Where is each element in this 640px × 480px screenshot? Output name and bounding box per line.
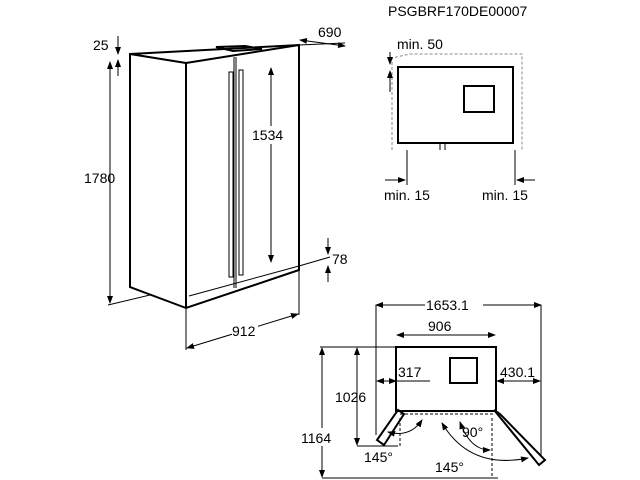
model-code: PSGBRF170DE00007 [388,3,528,19]
cabinet-width-label: 906 [428,318,452,334]
ventilation-diagram: min. 50 min. 15 min. 15 [384,36,535,203]
depth-closed-label: 1026 [335,389,366,405]
fridge-isometric [129,43,300,310]
total-width-label: 1653.1 [426,297,469,313]
top-min-label: min. 50 [397,36,443,52]
height-label: 1780 [84,170,115,186]
dimension-78: 78 [298,238,348,282]
plinth-label: 78 [332,251,348,267]
dimension-25: 25 [93,36,121,76]
angle-90-label: 90° [462,424,483,440]
left-min-label: min. 15 [384,187,430,203]
width-label: 912 [232,323,256,339]
right-min-label: min. 15 [482,187,528,203]
dimension-1534: 1534 [251,67,293,263]
door-opening-diagram: 1653.1 906 317 430.1 1026 1164 145° 90° … [300,296,547,479]
angle-right-145-label: 145° [435,459,464,475]
left-offset-label: 317 [398,364,422,380]
dimension-912: 912 [185,270,300,350]
dimension-1780: 1780 [84,61,151,306]
top-clearance-label: 25 [93,37,109,53]
right-offset-label: 430.1 [500,364,535,380]
angle-left-label: 145° [364,449,393,465]
door-height-label: 1534 [252,127,283,143]
depth-open-label: 1164 [301,430,331,446]
dimension-690: 690 [298,24,346,49]
depth-label: 690 [318,24,342,40]
